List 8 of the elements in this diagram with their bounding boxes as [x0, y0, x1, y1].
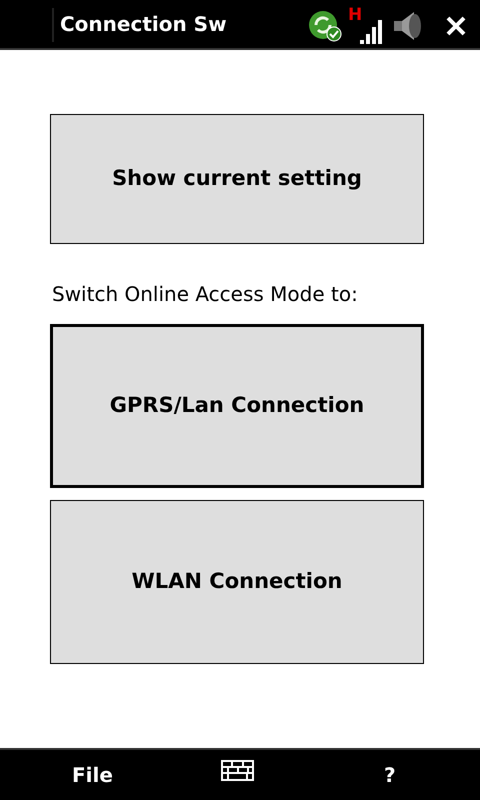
window-title: Connection Sw [60, 12, 227, 36]
network-type-indicator: H [348, 6, 362, 24]
action-button: WLAN Connection [50, 500, 424, 664]
action-button: Show current setting [50, 114, 424, 244]
action-button: GPRS/Lan Connection [50, 324, 424, 488]
help-menu-item: ? [384, 763, 396, 787]
menu-item: File [72, 763, 113, 787]
section-label: Switch Online Access Mode to: [52, 281, 358, 307]
